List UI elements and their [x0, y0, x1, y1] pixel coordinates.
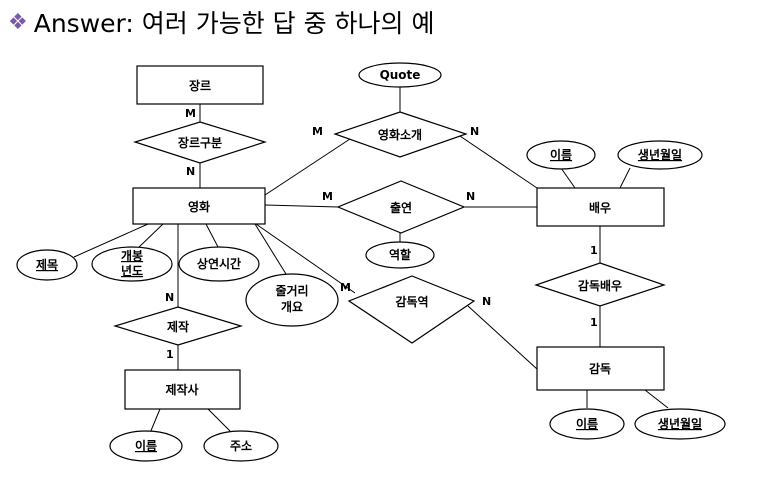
entity-producer-label: 제작사	[165, 382, 198, 397]
line-title-movie	[73, 223, 149, 258]
attribute-actor-birth: 생년월일	[617, 140, 703, 170]
entity-movie-label: 영화	[188, 199, 210, 214]
attribute-synopsis-line1: 줄거리	[275, 283, 308, 298]
attribute-quote: Quote	[358, 62, 442, 88]
attribute-actor-name: 이름	[526, 140, 596, 170]
attribute-movie-title: 제목	[16, 249, 78, 281]
relationship-appearance: 출연	[336, 180, 466, 234]
attribute-director-birth-label: 생년월일	[658, 416, 702, 431]
relationship-production: 제작	[112, 306, 244, 346]
attribute-role-label: 역할	[389, 247, 411, 262]
entity-genre-label: 장르	[189, 79, 211, 93]
line-actorname-actor	[560, 167, 576, 189]
cardinality-prod-1: 1	[166, 348, 174, 361]
attribute-quote-label: Quote	[380, 68, 421, 82]
diamond-bullet-icon: ❖	[8, 9, 28, 35]
line-movie-intro	[264, 136, 354, 196]
attribute-role: 역할	[365, 241, 435, 269]
cardinality-prod-n: N	[165, 291, 174, 304]
attribute-actor-name-label: 이름	[550, 147, 572, 162]
attribute-producer-name-label: 이름	[135, 438, 157, 453]
attribute-producer-address-label: 주소	[230, 439, 252, 453]
relationship-appearance-label: 출연	[390, 200, 412, 215]
cardinality-directed-m: M	[340, 281, 351, 294]
entity-genre: 장르	[136, 65, 264, 105]
line-pname-producer	[149, 408, 161, 434]
attribute-runtime: 상연시간	[178, 246, 260, 282]
entity-actor-label: 배우	[589, 200, 611, 215]
attribute-release-year: 개봉 년도	[91, 246, 173, 282]
relationship-director-actor: 감독배우	[534, 262, 666, 307]
line-movie-directed	[255, 223, 356, 294]
cardinality-da-bottom: 1	[590, 316, 598, 329]
relationship-production-label: 제작	[167, 319, 189, 334]
cardinality-da-top: 1	[590, 244, 598, 257]
line-paddr-producer	[207, 408, 233, 434]
relationship-movie-intro: 영화소개	[333, 111, 468, 158]
relationship-genre-class: 장르구분	[133, 121, 267, 164]
attribute-movie-title-label: 제목	[36, 258, 58, 272]
entity-actor: 배우	[536, 187, 665, 227]
line-synopsis-movie	[254, 223, 287, 275]
attribute-synopsis: 줄거리 개요	[245, 273, 339, 327]
relationship-directed-role: 감독역	[347, 275, 476, 344]
line-directed-director	[467, 305, 538, 370]
attribute-director-name: 이름	[549, 408, 625, 440]
cardinality-appear-n: N	[466, 190, 475, 203]
entity-movie: 영화	[132, 187, 266, 225]
attribute-release-year-line1: 개봉	[121, 249, 143, 263]
cardinality-appear-m: M	[322, 190, 333, 203]
slide-title: ❖ Answer: 여러 가능한 답 중 하나의 예	[8, 2, 434, 42]
cardinality-intro-n: N	[470, 125, 479, 138]
cardinality-directed-n: N	[482, 295, 491, 308]
cardinality-genre-n: N	[186, 165, 195, 178]
relationship-movie-intro-label: 영화소개	[378, 127, 422, 142]
attribute-runtime-label: 상연시간	[197, 256, 241, 271]
entity-director: 감독	[536, 346, 665, 391]
entity-producer: 제작사	[124, 369, 241, 410]
cardinality-genre-m: M	[185, 107, 196, 120]
entity-director-label: 감독	[589, 361, 611, 376]
attribute-director-birth: 생년월일	[634, 408, 726, 440]
attribute-release-year-line2: 년도	[121, 264, 143, 278]
relationship-director-actor-label: 감독배우	[578, 278, 622, 293]
cardinality-intro-m: M	[312, 125, 323, 138]
line-movie-appear	[264, 204, 339, 208]
line-actorbirth-actor	[619, 167, 631, 189]
relationship-directed-role-label: 감독역	[395, 294, 428, 309]
attribute-actor-birth-label: 생년월일	[638, 147, 682, 162]
cardinality-labels: M N M N M N M N 1 1 N 1	[165, 107, 598, 361]
line-release-movie	[136, 223, 164, 250]
attribute-synopsis-line2: 개요	[281, 300, 303, 314]
slide-title-text: Answer: 여러 가능한 답 중 하나의 예	[33, 9, 435, 38]
line-dirbirth-director	[644, 389, 669, 409]
line-runtime-movie	[205, 223, 219, 248]
attribute-director-name-label: 이름	[576, 416, 598, 431]
attribute-producer-address: 주소	[203, 430, 279, 462]
relationship-genre-class-label: 장르구분	[178, 136, 222, 150]
attribute-producer-name: 이름	[109, 430, 183, 462]
connector-lines	[73, 87, 669, 434]
line-intro-actor	[450, 129, 538, 189]
